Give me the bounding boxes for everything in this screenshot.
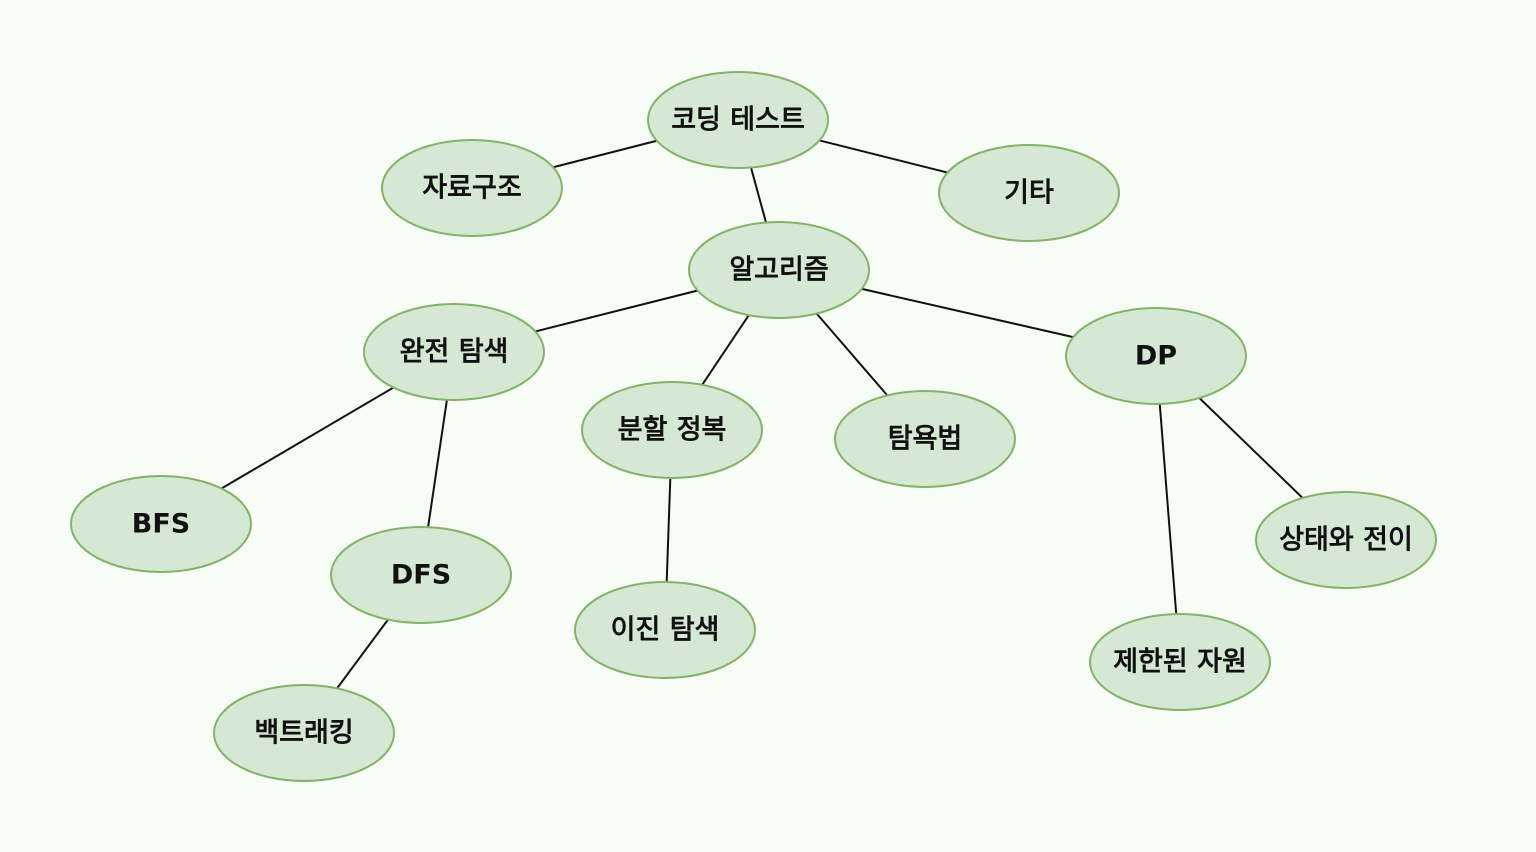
node-label-state-transition: 상태와 전이	[1279, 525, 1413, 556]
node-algorithm: 알고리즘	[688, 221, 870, 319]
node-label-brute-force: 완전 탐색	[400, 337, 509, 368]
node-label-limited-resources: 제한된 자원	[1113, 647, 1247, 678]
node-ellipse-coding-test	[647, 71, 829, 169]
node-ellipse-etc	[938, 144, 1120, 242]
node-ellipse-binary-search	[574, 581, 756, 679]
node-ellipse-dfs	[330, 526, 512, 624]
node-ellipse-backtracking	[213, 684, 395, 782]
node-label-coding-test: 코딩 테스트	[671, 105, 805, 136]
node-label-dfs: DFS	[391, 560, 451, 591]
node-limited-resources: 제한된 자원	[1089, 613, 1271, 711]
node-brute-force: 완전 탐색	[363, 303, 545, 401]
node-label-dp: DP	[1135, 341, 1177, 372]
node-ellipse-data-structures	[381, 139, 563, 237]
node-ellipse-brute-force	[363, 303, 545, 401]
node-etc: 기타	[938, 144, 1120, 242]
node-label-backtracking: 백트래킹	[254, 718, 353, 749]
node-coding-test: 코딩 테스트	[647, 71, 829, 169]
node-label-greedy: 탐욕법	[888, 424, 963, 455]
node-ellipse-algorithm	[688, 221, 870, 319]
node-dfs: DFS	[330, 526, 512, 624]
node-label-data-structures: 자료구조	[422, 173, 521, 204]
node-label-bfs: BFS	[132, 509, 190, 540]
node-ellipse-state-transition	[1255, 491, 1437, 589]
node-bfs: BFS	[70, 475, 252, 573]
node-ellipse-bfs	[70, 475, 252, 573]
node-backtracking: 백트래킹	[213, 684, 395, 782]
node-state-transition: 상태와 전이	[1255, 491, 1437, 589]
node-greedy: 탐욕법	[834, 390, 1016, 488]
node-label-algorithm: 알고리즘	[729, 255, 828, 286]
node-label-etc: 기타	[1004, 178, 1054, 209]
node-dp: DP	[1065, 307, 1247, 405]
node-data-structures: 자료구조	[381, 139, 563, 237]
node-ellipse-limited-resources	[1089, 613, 1271, 711]
node-ellipse-dp	[1065, 307, 1247, 405]
node-label-divide-conquer: 분할 정복	[618, 415, 727, 446]
node-ellipse-greedy	[834, 390, 1016, 488]
node-ellipse-divide-conquer	[581, 381, 763, 479]
node-label-binary-search: 이진 탐색	[611, 615, 720, 646]
node-binary-search: 이진 탐색	[574, 581, 756, 679]
node-divide-conquer: 분할 정복	[581, 381, 763, 479]
edge-dp-to-limited-resources	[1155, 355, 1181, 663]
